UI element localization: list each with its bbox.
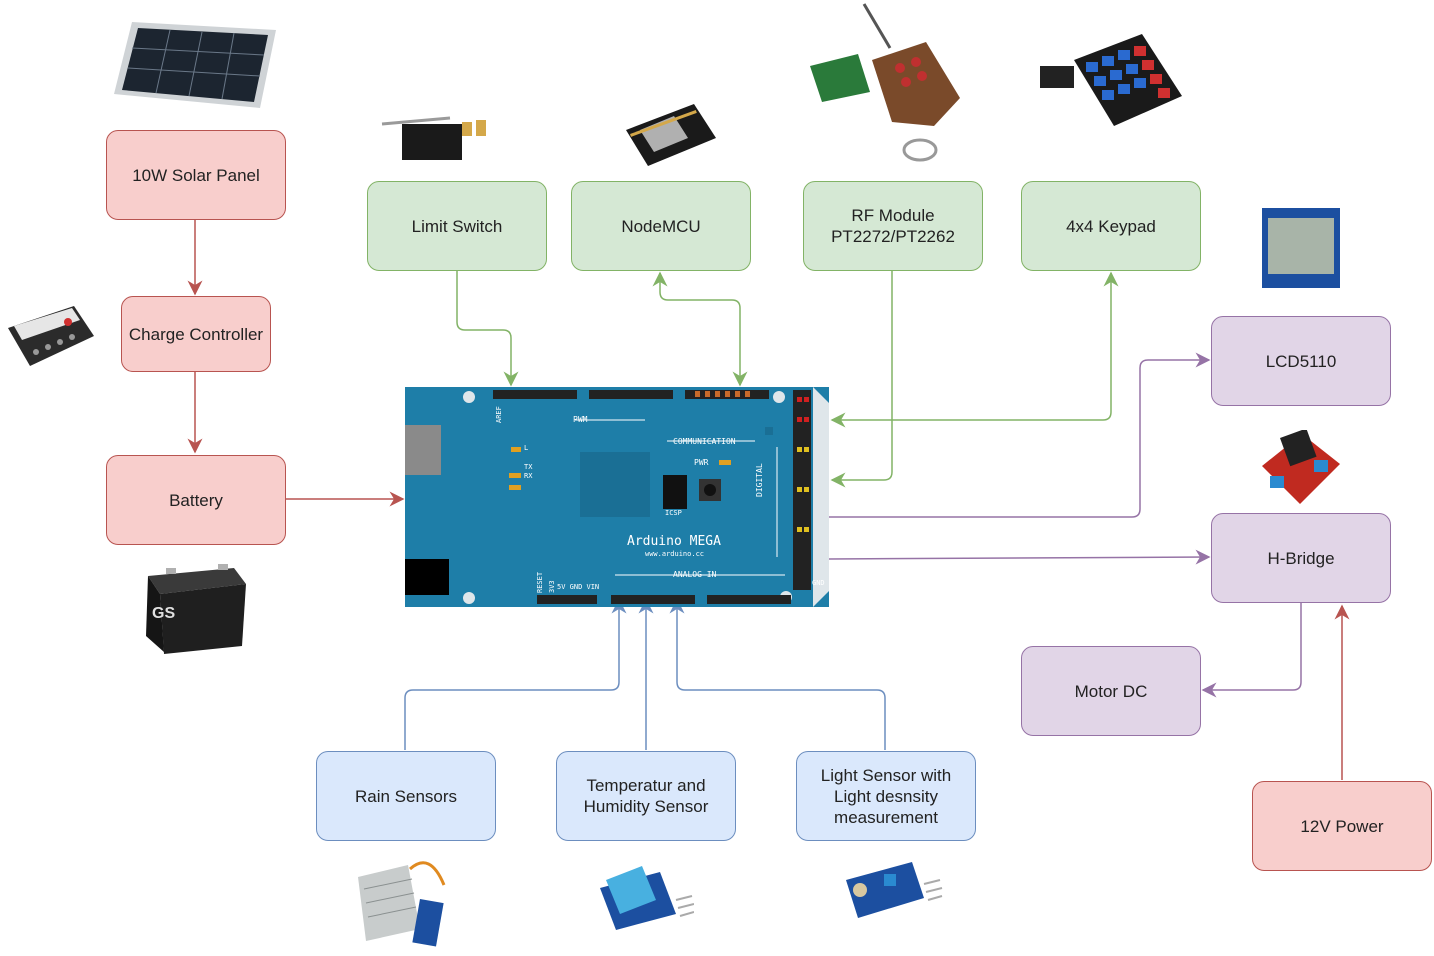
solar-panel-icon <box>112 18 278 112</box>
battery-box: Battery <box>106 455 286 545</box>
svg-text:GS: GS <box>152 605 175 622</box>
arduino-mega-board: Arduino MEGA www.arduino.cc PWM COMMUNIC… <box>405 387 829 607</box>
nodemcu-board-icon <box>622 100 718 172</box>
arduino-site: www.arduino.cc <box>645 550 704 558</box>
power-pins-label: 5V GND VIN <box>557 583 599 591</box>
power-12v-box: 12V Power <box>1252 781 1432 871</box>
nodemcu-box: NodeMCU <box>571 181 751 271</box>
digital-label: DIGITAL <box>755 463 764 497</box>
hbridge-box: H-Bridge <box>1211 513 1391 603</box>
limit-switch-box: Limit Switch <box>367 181 547 271</box>
charge-controller-box: Charge Controller <box>121 296 271 372</box>
rf-module-box: RF Module PT2272/PT2262 <box>803 181 983 271</box>
microswitch-icon <box>380 108 494 164</box>
motor-dc-box: Motor DC <box>1021 646 1201 736</box>
edge-limit-switch-to-arduino <box>457 271 511 385</box>
rain-sensor-box: Rain Sensors <box>316 751 496 841</box>
gnd-label: GND <box>812 579 825 587</box>
analog-in-label: ANALOG IN <box>673 570 716 579</box>
lcd-box: LCD5110 <box>1211 316 1391 406</box>
led-tx-label: TX <box>524 463 532 471</box>
aref-label: AREF <box>495 406 503 423</box>
reset-label: RESET <box>536 572 544 593</box>
ldr-sensor-icon <box>840 858 944 924</box>
temp-humidity-box: Temperatur and Humidity Sensor <box>556 751 736 841</box>
icsp-label: ICSP <box>665 509 682 517</box>
dht-sensor-icon <box>598 860 694 934</box>
edge-nodemcu-arduino <box>660 273 740 385</box>
light-sensor-box: Light Sensor with Light desnsity measure… <box>796 751 976 841</box>
edge-rain-to-arduino <box>405 600 619 750</box>
pwr-label: PWR <box>694 458 708 467</box>
edge-rf-to-arduino <box>832 271 892 480</box>
pwm-label: PWM <box>573 415 587 424</box>
led-rx-label: RX <box>524 472 532 480</box>
v33-label: 3V3 <box>548 580 556 593</box>
solar-panel-box: 10W Solar Panel <box>106 130 286 220</box>
communication-label: COMMUNICATION <box>673 437 736 446</box>
keypad-box: 4x4 Keypad <box>1021 181 1201 271</box>
edge-hbridge-to-motor <box>1203 603 1301 690</box>
led-l-label: L <box>524 444 528 452</box>
edge-arduino-to-hbridge <box>829 557 1209 559</box>
edge-keypad-arduino <box>832 273 1111 420</box>
charge-controller-icon <box>2 300 96 372</box>
rf-remote-icon <box>808 2 966 164</box>
keypad-icon <box>1038 32 1184 160</box>
battery-icon: GS <box>138 562 250 656</box>
arduino-board-graphic <box>405 387 829 607</box>
hbridge-module-icon <box>1258 430 1342 510</box>
rain-sensor-icon <box>350 855 452 947</box>
lcd-module-icon <box>1260 206 1342 290</box>
edge-arduino-to-lcd <box>829 360 1209 517</box>
edge-light-to-arduino <box>677 600 885 750</box>
arduino-name: Arduino MEGA <box>627 534 721 549</box>
